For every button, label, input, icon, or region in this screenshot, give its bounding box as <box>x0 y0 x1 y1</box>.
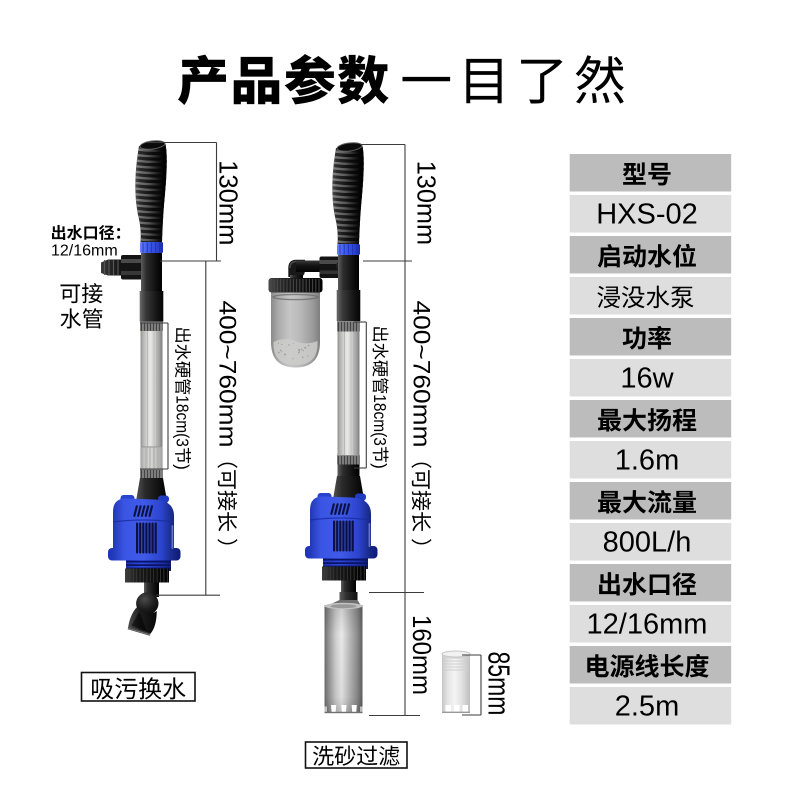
svg-text:130mm: 130mm <box>213 160 243 245</box>
svg-text:16w: 16w <box>620 363 674 395</box>
svg-text:HXS-02: HXS-02 <box>596 199 698 231</box>
svg-text:18cm(3: 18cm(3 <box>173 395 193 447</box>
svg-text:1.6m: 1.6m <box>615 445 679 477</box>
svg-text:): ) <box>173 464 193 470</box>
svg-text:): ) <box>370 463 390 469</box>
svg-text:400~760mm: 400~760mm <box>214 301 241 448</box>
svg-text:18cm(3: 18cm(3 <box>370 394 390 446</box>
svg-text:400~760mm: 400~760mm <box>408 301 435 448</box>
svg-text:160mm: 160mm <box>407 615 437 695</box>
svg-text:130mm: 130mm <box>411 161 441 245</box>
svg-text:800L/h: 800L/h <box>603 527 692 559</box>
svg-text:85mm: 85mm <box>481 652 516 716</box>
svg-text:2.5m: 2.5m <box>615 691 679 723</box>
svg-text:12/16mm: 12/16mm <box>587 609 708 641</box>
svg-text:12/16mm: 12/16mm <box>51 242 118 259</box>
